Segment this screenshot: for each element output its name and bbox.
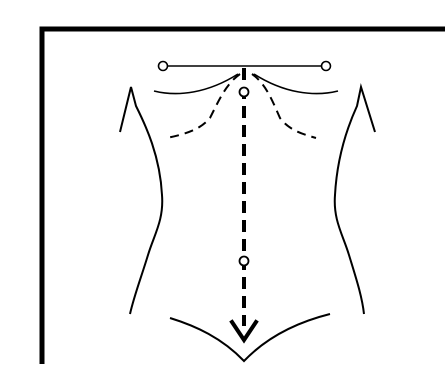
left-body-contour [120, 87, 162, 314]
right-circle-marker-icon [322, 62, 331, 71]
left-rib-margin-dashed [167, 74, 240, 138]
right-body-contour [335, 87, 375, 314]
upper-midline-circle-marker-icon [240, 88, 249, 97]
pelvic-v-line [170, 314, 330, 361]
right-rib-margin-dashed [252, 74, 316, 138]
left-circle-marker-icon [159, 62, 168, 71]
lower-midline-circle-marker-icon [240, 257, 249, 266]
